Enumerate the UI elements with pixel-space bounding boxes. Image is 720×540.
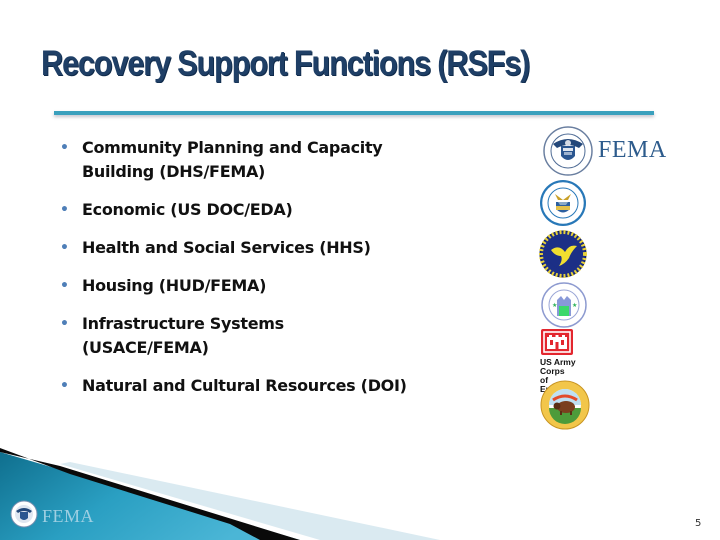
footer-fema-wordmark: FEMA (42, 506, 95, 526)
hud-seal-icon: ★ ★ (541, 282, 587, 328)
bullet-text: Housing (HUD/FEMA) (82, 276, 267, 295)
svg-text:★: ★ (572, 302, 577, 309)
bullet-text-cont: Building (DHS/FEMA) (82, 162, 266, 181)
bullet-marker-icon: • (60, 240, 69, 256)
bullet-marker-icon: • (60, 278, 69, 294)
slide-title: Recovery Support Functions (RSFs) (41, 44, 530, 83)
bullet-marker-icon: • (60, 378, 69, 394)
bullet-item: • Natural and Cultural Resources (DOI) (58, 374, 478, 398)
bullet-item: • Health and Social Services (HHS) (58, 236, 478, 260)
bullet-text: Economic (US DOC/EDA) (82, 200, 293, 219)
fema-wordmark: FEMA (598, 137, 667, 163)
bullet-text: Health and Social Services (HHS) (82, 238, 371, 257)
page-number: 5 (695, 518, 702, 529)
dhs-seal-icon (543, 126, 593, 176)
bullet-item: • Housing (HUD/FEMA) (58, 274, 478, 298)
bullet-marker-icon: • (60, 316, 69, 332)
bullet-text: Natural and Cultural Resources (DOI) (82, 376, 407, 395)
bullet-marker-icon: • (60, 140, 69, 156)
bullet-item: • Community Planning and Capacity Buildi… (58, 136, 478, 184)
footer-dhs-seal-icon (10, 500, 38, 528)
hhs-seal-icon (539, 230, 587, 278)
rsf-bullet-list: • Community Planning and Capacity Buildi… (58, 136, 478, 412)
bullet-marker-icon: • (60, 202, 69, 218)
bullet-item: • Economic (US DOC/EDA) (58, 198, 478, 222)
bullet-item: • Infrastructure Systems (USACE/FEMA) (58, 312, 478, 360)
bullet-text: Infrastructure Systems (82, 314, 284, 333)
commerce-seal-icon (540, 180, 586, 226)
title-divider (54, 111, 654, 115)
footer-swoosh (0, 448, 720, 540)
usace-castle-icon (541, 329, 573, 355)
svg-text:★: ★ (552, 302, 557, 309)
interior-seal-icon (540, 380, 590, 430)
bullet-text-cont: (USACE/FEMA) (82, 338, 209, 357)
bullet-text: Community Planning and Capacity (82, 138, 383, 157)
